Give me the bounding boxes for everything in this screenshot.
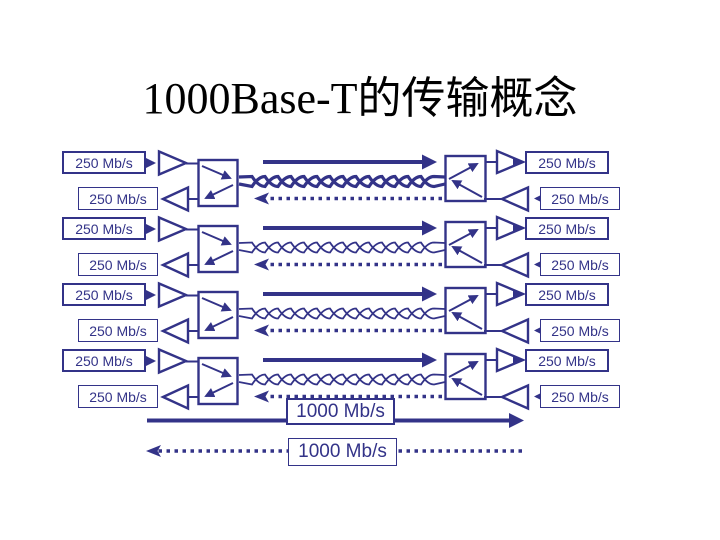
aggregate-forward-label: 1000 Mb/s bbox=[286, 398, 395, 425]
lane-2-left-transmit-label: 250 Mb/s bbox=[62, 217, 146, 240]
lane-2-twisted-pair bbox=[238, 241, 446, 254]
lane-3-graphics bbox=[148, 283, 540, 343]
lane-2-graphics bbox=[148, 217, 540, 277]
lane-2-right-transmit-label: 250 Mb/s bbox=[540, 253, 620, 276]
lane-3-right-receive-label: 250 Mb/s bbox=[525, 283, 609, 306]
lane-3-right-transmit-label: 250 Mb/s bbox=[540, 319, 620, 342]
lane-3-twisted-pair bbox=[238, 307, 446, 320]
lane-2-left-receive-label: 250 Mb/s bbox=[78, 253, 158, 276]
lane-4-left-receive-label: 250 Mb/s bbox=[78, 385, 158, 408]
lane-4-twisted-pair bbox=[238, 373, 446, 386]
lane-4-right-receive-label: 250 Mb/s bbox=[525, 349, 609, 372]
lane-4-right-transmit-label: 250 Mb/s bbox=[540, 385, 620, 408]
lane-4-left-transmit-label: 250 Mb/s bbox=[62, 349, 146, 372]
lane-1-right-transmit-label: 250 Mb/s bbox=[540, 187, 620, 210]
lane-1-right-receive-label: 250 Mb/s bbox=[525, 151, 609, 174]
lane-3-left-receive-label: 250 Mb/s bbox=[78, 319, 158, 342]
slide-title: 1000Base-T的传输概念 bbox=[142, 74, 578, 123]
lane-1-twisted-pair bbox=[237, 174, 447, 189]
lane-2-right-receive-label: 250 Mb/s bbox=[525, 217, 609, 240]
lane-1-left-receive-label: 250 Mb/s bbox=[78, 187, 158, 210]
lane-3-left-transmit-label: 250 Mb/s bbox=[62, 283, 146, 306]
aggregate-reverse-label: 1000 Mb/s bbox=[288, 438, 397, 466]
lane-1-left-transmit-label: 250 Mb/s bbox=[62, 151, 146, 174]
lane-1-graphics bbox=[148, 151, 540, 211]
